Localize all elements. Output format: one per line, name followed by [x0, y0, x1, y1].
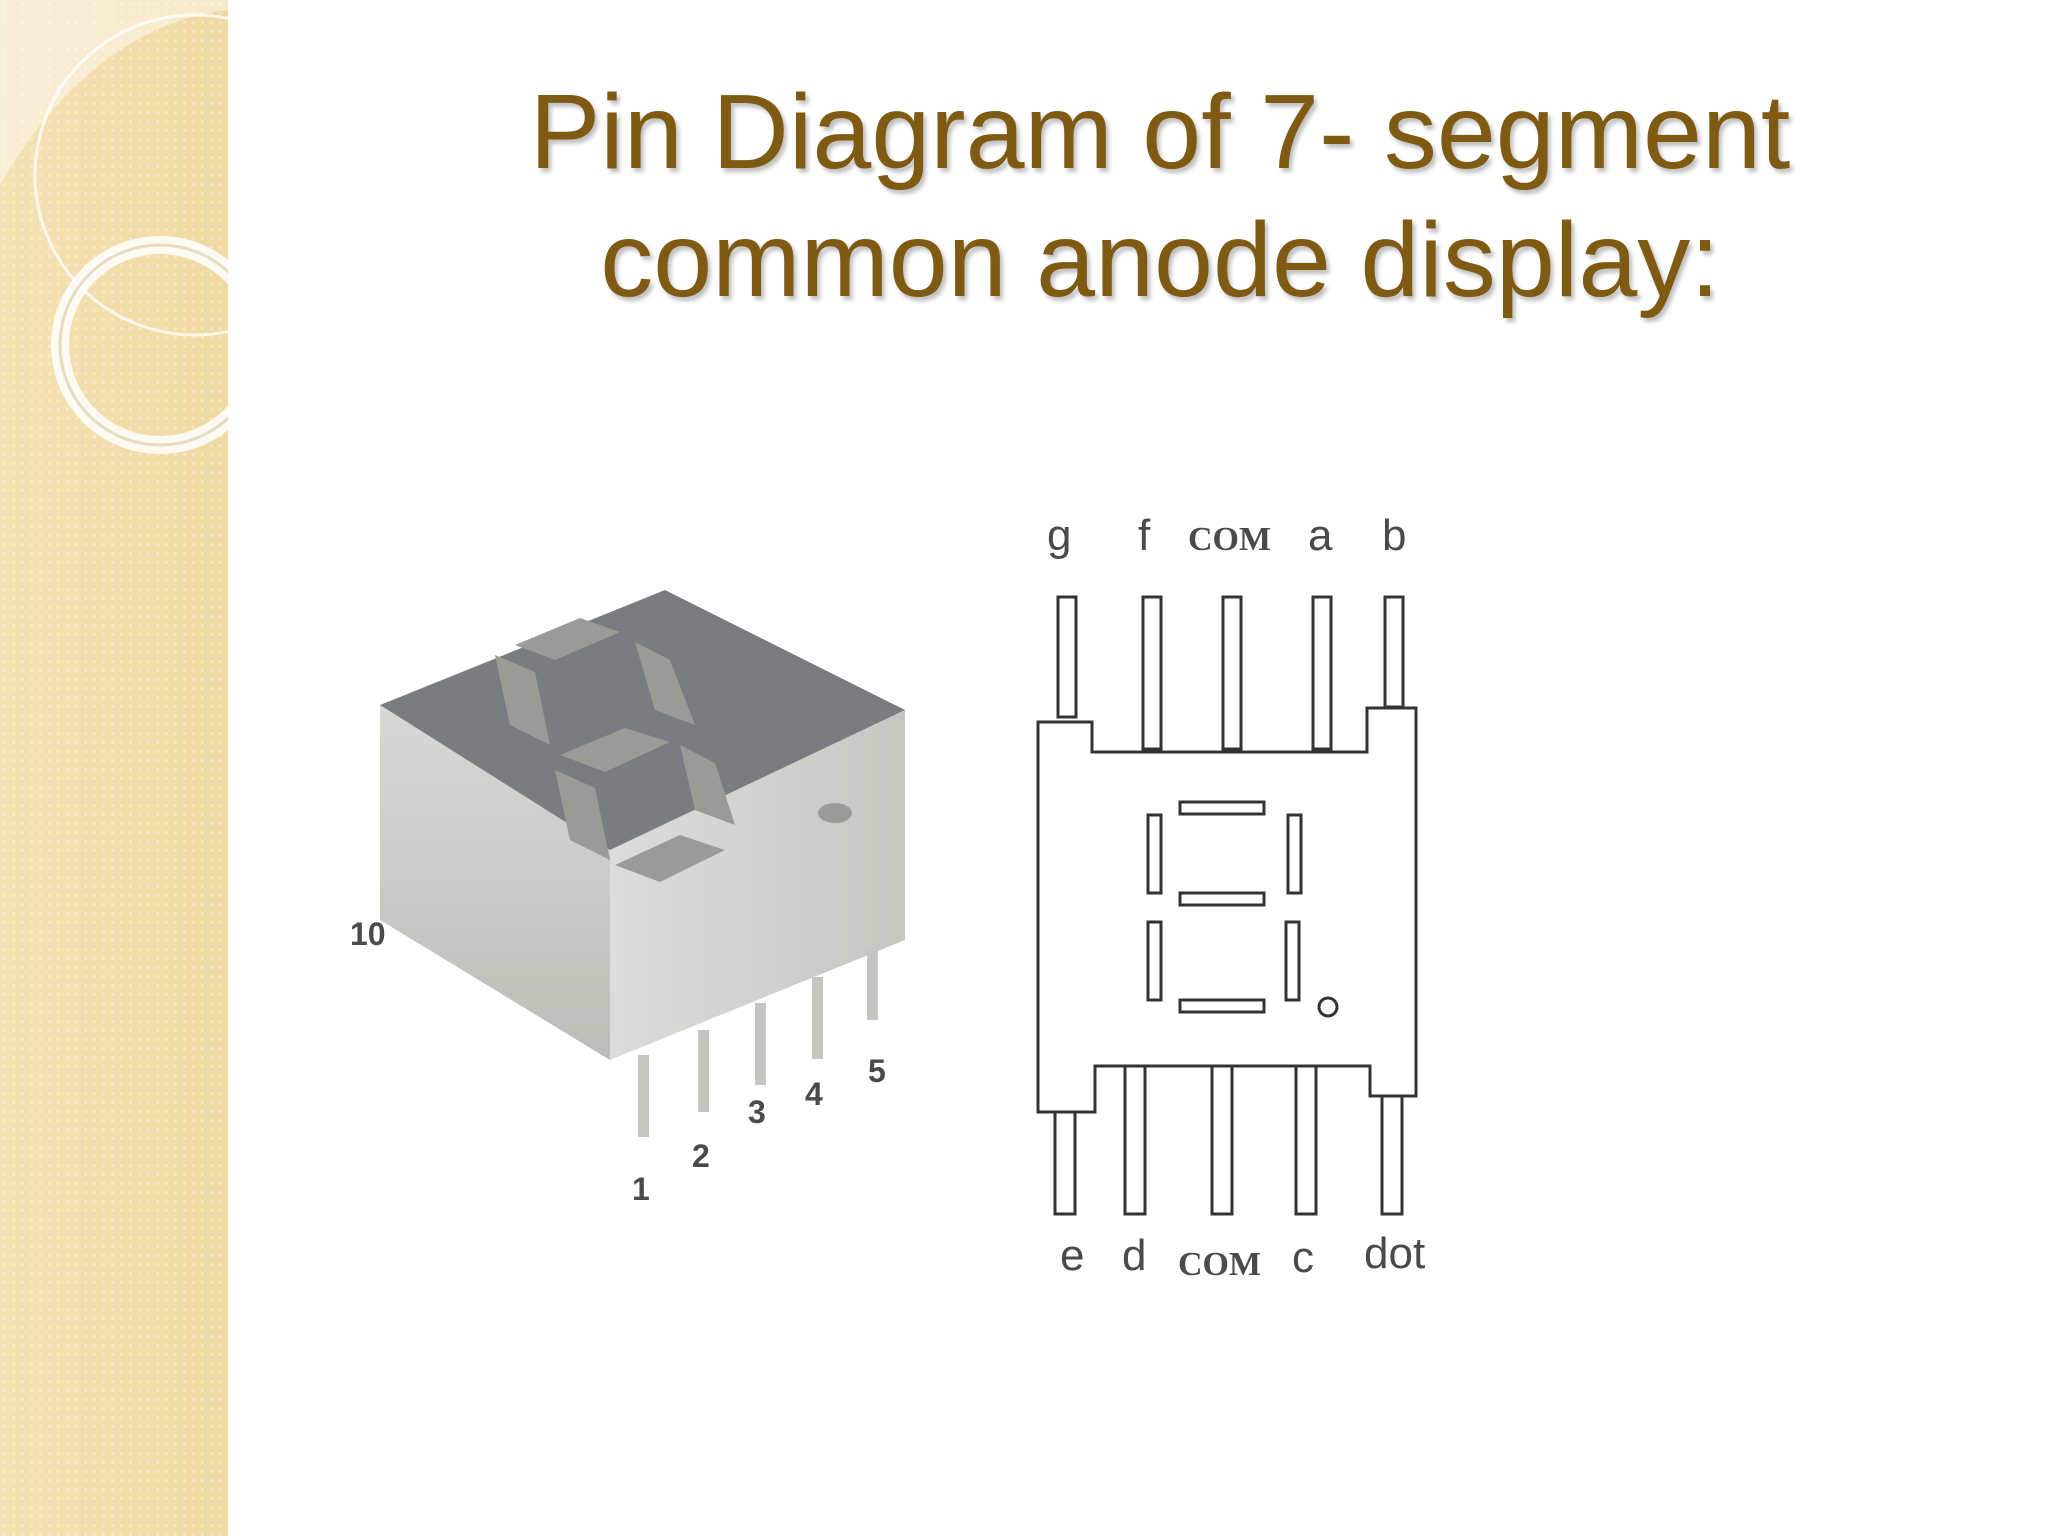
- bottom-pin-dot-lead: [1380, 1094, 1404, 1216]
- bottom-pin-label-e: e: [1060, 1231, 1084, 1280]
- pin-number-1: 1: [632, 1171, 650, 1207]
- schematic-pin-diagram: g f COM a b e d COM c dot: [1036, 511, 1425, 1283]
- top-pin-b-lead: [1383, 595, 1405, 709]
- pin-number-2: 2: [692, 1138, 710, 1174]
- bottom-pin-com-lead: [1210, 1064, 1234, 1216]
- top-pin-label-a: a: [1308, 511, 1333, 560]
- package-front: [610, 710, 905, 1060]
- bottom-pin-label-c: c: [1292, 1233, 1314, 1282]
- schematic-segment-c: [1284, 920, 1301, 1002]
- title-line-1: Pin Diagram of 7- segment: [529, 73, 1791, 191]
- top-pin-label-g: g: [1047, 511, 1071, 560]
- top-pin-g-lead: [1056, 595, 1078, 719]
- slide-title: Pin Diagram of 7- segment common anode d…: [360, 68, 1960, 324]
- schematic-body-outline: [1036, 706, 1418, 1114]
- schematic-segment-f: [1146, 813, 1163, 895]
- pin-number-10: 10: [350, 916, 386, 952]
- pin-number-3: 3: [748, 1094, 766, 1130]
- segment-a: [515, 618, 620, 660]
- bottom-pin-label-dot: dot: [1364, 1229, 1425, 1278]
- seven-segment-package-illustration: 10 1 2 3 4 5: [350, 590, 905, 1207]
- segment-dp: [818, 803, 852, 823]
- segment-b: [635, 642, 695, 725]
- top-pin-a-lead: [1311, 595, 1333, 751]
- top-pin-label-com: COM: [1188, 521, 1271, 558]
- title-line-2: common anode display:: [600, 201, 1720, 319]
- segment-c: [680, 745, 735, 825]
- top-pin-label-b: b: [1382, 511, 1406, 560]
- bottom-pin-d-lead: [1123, 1064, 1147, 1216]
- top-pin-com-lead: [1221, 595, 1243, 751]
- package-side: [380, 705, 610, 1060]
- front-pins: [638, 950, 878, 1137]
- schematic-segment-a: [1178, 800, 1266, 816]
- package-top-face: [380, 590, 905, 850]
- pin-number-5: 5: [868, 1053, 886, 1089]
- bottom-pin-label-com: COM: [1178, 1246, 1261, 1283]
- segment-e: [555, 770, 610, 860]
- segment-g: [560, 728, 670, 772]
- decorative-circles: [0, 0, 228, 454]
- bottom-pin-label-d: d: [1122, 1231, 1146, 1280]
- schematic-segment-d: [1178, 998, 1266, 1014]
- segment-d: [615, 835, 725, 882]
- segment-f: [495, 655, 550, 745]
- schematic-segment-b: [1286, 813, 1303, 895]
- pin-number-4: 4: [805, 1076, 823, 1112]
- top-pin-label-f: f: [1138, 511, 1151, 560]
- top-pin-f-lead: [1141, 595, 1163, 751]
- bottom-pin-c-lead: [1294, 1064, 1318, 1216]
- schematic-segment-e: [1146, 920, 1163, 1002]
- schematic-decimal-point: [1317, 996, 1339, 1018]
- schematic-segment-g: [1178, 891, 1266, 907]
- bottom-pin-e-lead: [1053, 1110, 1077, 1216]
- decorative-sidebar: [0, 0, 228, 1536]
- segment-digit: [495, 618, 852, 882]
